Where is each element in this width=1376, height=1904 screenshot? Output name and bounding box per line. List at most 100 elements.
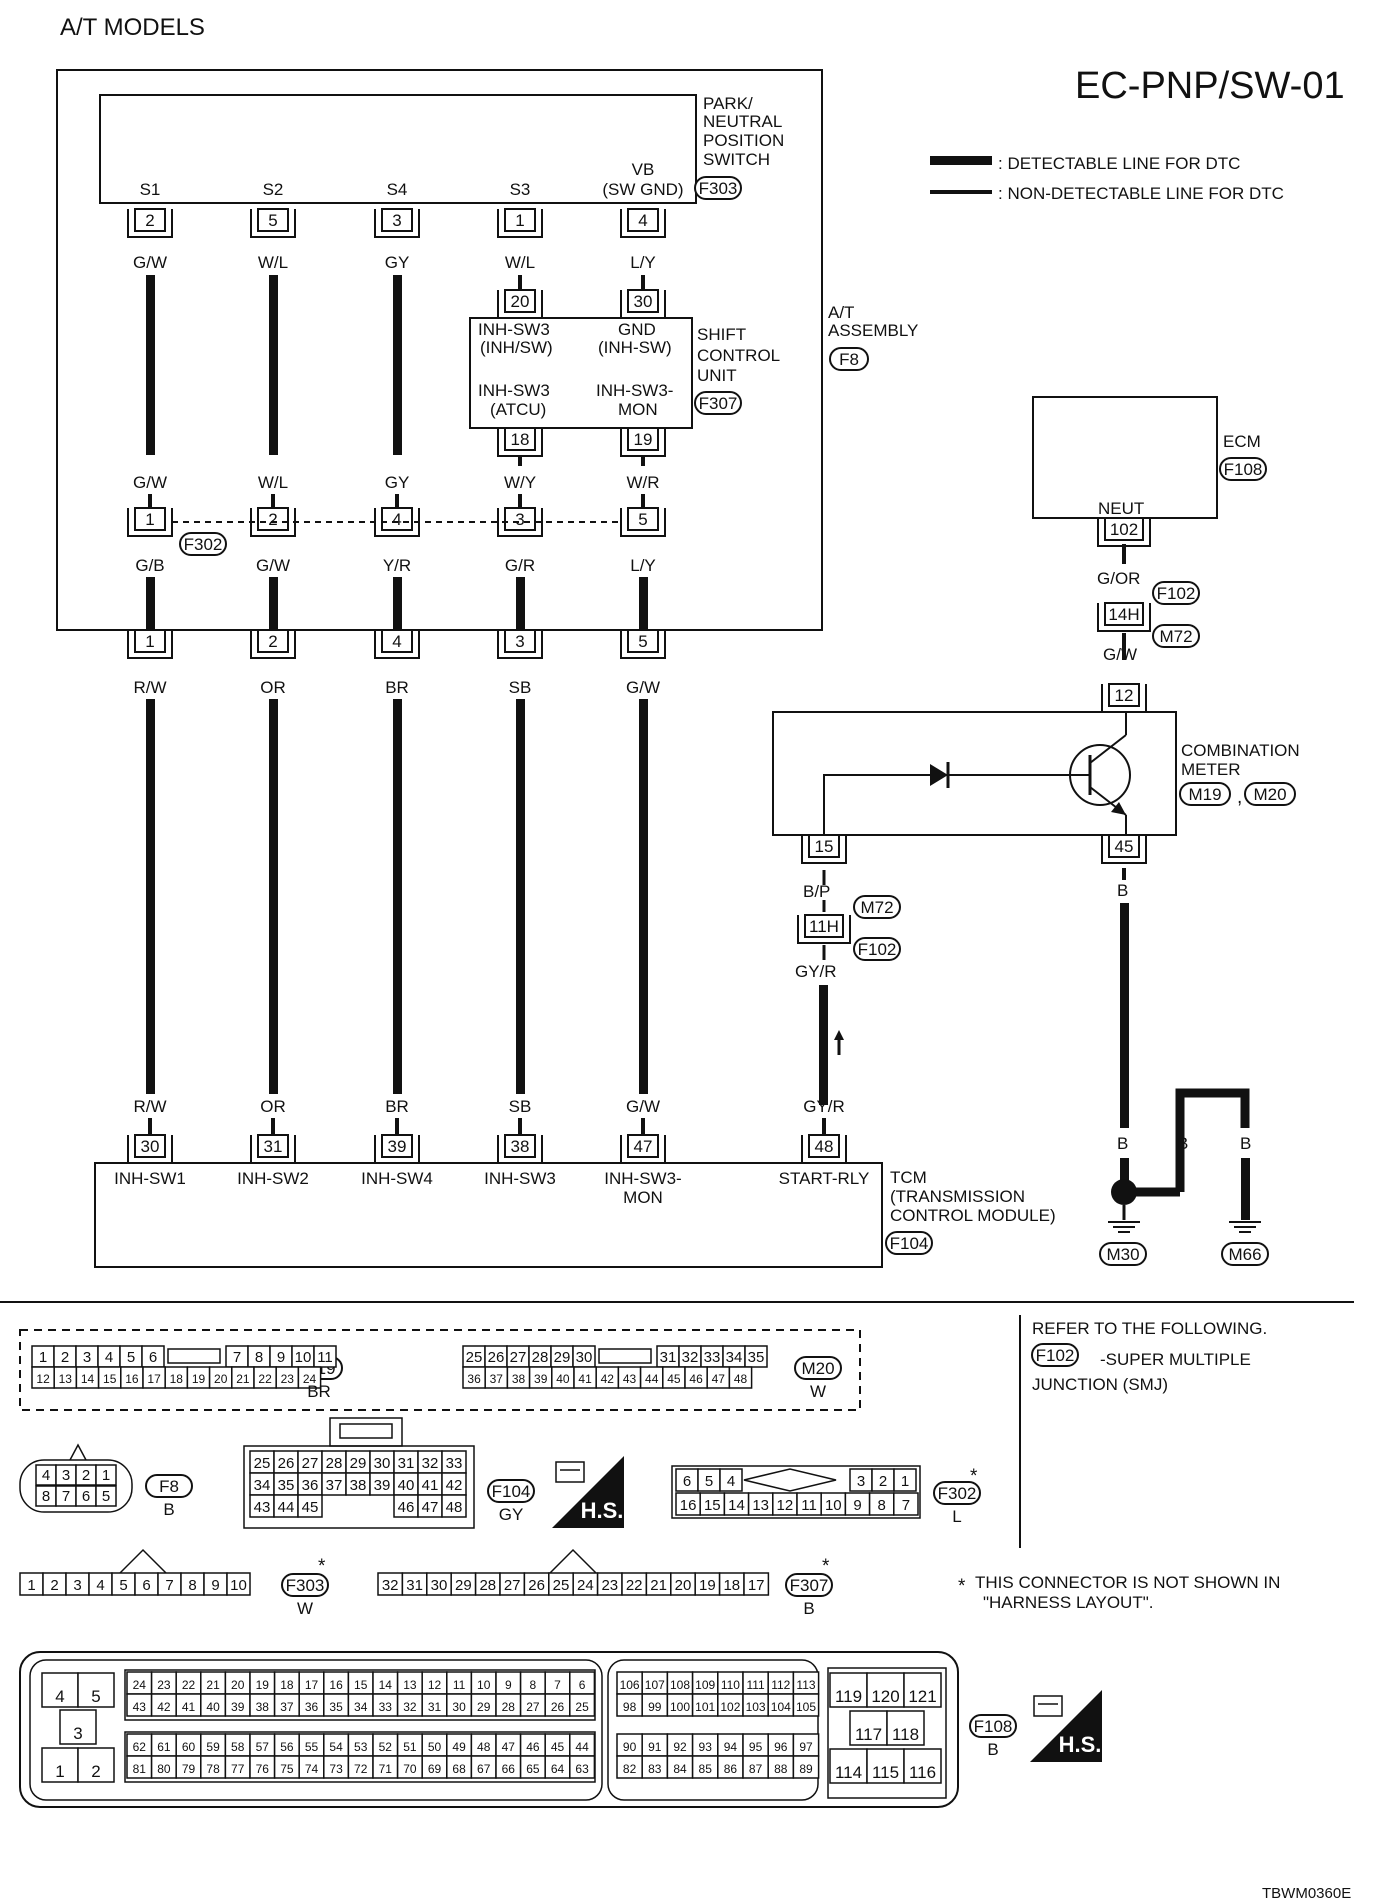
svg-text:21: 21 bbox=[650, 1577, 667, 1594]
legend-thin-line bbox=[930, 190, 992, 194]
svg-text:F104: F104 bbox=[890, 1234, 929, 1253]
svg-text:68: 68 bbox=[452, 1762, 466, 1776]
pin-cell bbox=[886, 1710, 925, 1746]
f104-id: F104 bbox=[487, 1479, 535, 1503]
pin-cell bbox=[792, 1693, 820, 1717]
scu-term-3b: (ATCU) bbox=[490, 400, 546, 419]
svg-text:15: 15 bbox=[704, 1497, 721, 1514]
svg-text:25: 25 bbox=[466, 1349, 483, 1366]
wire-label-lower: G/W bbox=[626, 678, 660, 697]
svg-text:18: 18 bbox=[723, 1577, 740, 1594]
svg-text:36: 36 bbox=[302, 1477, 319, 1494]
svg-text:44: 44 bbox=[278, 1499, 295, 1516]
svg-text:87: 87 bbox=[749, 1762, 763, 1776]
smj-pin-14h: 14H bbox=[1097, 602, 1151, 632]
svg-text:53: 53 bbox=[354, 1740, 368, 1754]
svg-text:103: 103 bbox=[746, 1700, 766, 1714]
pin-cell bbox=[95, 1464, 117, 1486]
svg-text:74: 74 bbox=[305, 1762, 319, 1776]
wire-label-upper: G/W bbox=[133, 253, 167, 272]
svg-text:M72: M72 bbox=[1159, 627, 1192, 646]
pin-cell bbox=[743, 1572, 770, 1596]
svg-text:7: 7 bbox=[165, 1577, 173, 1594]
svg-text:7: 7 bbox=[554, 1678, 561, 1692]
svg-text:F102: F102 bbox=[858, 940, 897, 959]
svg-text:27: 27 bbox=[302, 1455, 319, 1472]
svg-text:13: 13 bbox=[59, 1372, 73, 1386]
wire-gy-r-1: GY/R bbox=[795, 962, 837, 981]
svg-text:6: 6 bbox=[82, 1488, 90, 1505]
pnp-switch-label: PARK/ NEUTRAL POSITION SWITCH bbox=[703, 94, 784, 169]
svg-text:24: 24 bbox=[577, 1577, 594, 1594]
svg-text:31: 31 bbox=[264, 1137, 283, 1156]
svg-text:48: 48 bbox=[734, 1372, 748, 1386]
svg-text:17: 17 bbox=[305, 1678, 319, 1692]
svg-text:20: 20 bbox=[214, 1372, 228, 1386]
svg-text:7: 7 bbox=[62, 1488, 70, 1505]
at-out-pin-3: 3 bbox=[497, 629, 543, 659]
svg-text:78: 78 bbox=[206, 1762, 220, 1776]
pin-cell bbox=[313, 1345, 337, 1368]
svg-text:96: 96 bbox=[774, 1740, 788, 1754]
svg-text:12: 12 bbox=[777, 1497, 794, 1514]
scu-pin-18: 18 bbox=[497, 427, 543, 457]
meter-connectors-frame bbox=[19, 1329, 861, 1411]
svg-text:59: 59 bbox=[206, 1740, 220, 1754]
pnp-terminal-s4: S4 bbox=[387, 180, 408, 199]
svg-text:31: 31 bbox=[428, 1700, 442, 1714]
svg-text:22: 22 bbox=[626, 1577, 643, 1594]
svg-text:32: 32 bbox=[403, 1700, 417, 1714]
page-header-left: A/T MODELS bbox=[60, 14, 205, 41]
svg-text:15: 15 bbox=[815, 837, 834, 856]
wire-label-mid-bottom: L/Y bbox=[630, 556, 656, 575]
svg-text:1: 1 bbox=[39, 1349, 47, 1366]
svg-text:5: 5 bbox=[638, 632, 647, 651]
conn-id-f303: F303 bbox=[694, 176, 742, 200]
transistor-icon bbox=[1069, 744, 1131, 806]
svg-text:40: 40 bbox=[556, 1372, 570, 1386]
svg-text:34: 34 bbox=[726, 1349, 743, 1366]
f104-color: GY bbox=[499, 1505, 524, 1524]
svg-text:28: 28 bbox=[502, 1700, 516, 1714]
svg-text:102: 102 bbox=[720, 1700, 740, 1714]
svg-text:27: 27 bbox=[526, 1700, 540, 1714]
ground-icon-m66 bbox=[1229, 1221, 1261, 1233]
svg-text:(TRANSMISSION: (TRANSMISSION bbox=[890, 1187, 1025, 1206]
pnp-pin-4: 4 bbox=[620, 208, 666, 238]
svg-text:84: 84 bbox=[673, 1762, 687, 1776]
svg-text:11: 11 bbox=[317, 1349, 333, 1366]
wire-b-3: B bbox=[1240, 1134, 1251, 1153]
svg-text:18: 18 bbox=[511, 430, 530, 449]
scu-term-3a: INH-SW3 bbox=[478, 381, 550, 400]
at-assembly-box bbox=[56, 69, 823, 631]
svg-text:16: 16 bbox=[329, 1678, 343, 1692]
harness-side-icon-2: H.S. bbox=[1030, 1690, 1102, 1762]
svg-text:9: 9 bbox=[277, 1349, 285, 1366]
svg-text:8: 8 bbox=[42, 1488, 50, 1505]
svg-text:108: 108 bbox=[670, 1678, 690, 1692]
refer-line-3: JUNCTION (SMJ) bbox=[1032, 1375, 1168, 1394]
svg-text:13: 13 bbox=[403, 1678, 417, 1692]
wire-b-1: B bbox=[1117, 1134, 1128, 1153]
wire-label-mid-bottom: G/B bbox=[135, 556, 164, 575]
pin-cell bbox=[95, 1485, 117, 1507]
svg-text:81: 81 bbox=[133, 1762, 147, 1776]
svg-text:9: 9 bbox=[505, 1678, 512, 1692]
svg-text:F102: F102 bbox=[1036, 1346, 1075, 1365]
svg-text:8: 8 bbox=[255, 1349, 263, 1366]
tcm-pin-47: 47 bbox=[620, 1134, 666, 1164]
svg-text:40: 40 bbox=[206, 1700, 220, 1714]
figure-code: TBWM0360E bbox=[1262, 1885, 1351, 1902]
pin-cell bbox=[297, 1494, 323, 1518]
pin-cell bbox=[893, 1492, 919, 1516]
svg-text:82: 82 bbox=[623, 1762, 637, 1776]
svg-text:22: 22 bbox=[182, 1678, 196, 1692]
note-line-2: "HARNESS LAYOUT". bbox=[983, 1593, 1153, 1612]
wire-start-rly bbox=[819, 985, 828, 1105]
svg-text:1: 1 bbox=[145, 632, 154, 651]
tcm-pin-48: 48 bbox=[801, 1134, 847, 1164]
meter-pin-15: 15 bbox=[801, 834, 847, 864]
svg-text:66: 66 bbox=[502, 1762, 516, 1776]
